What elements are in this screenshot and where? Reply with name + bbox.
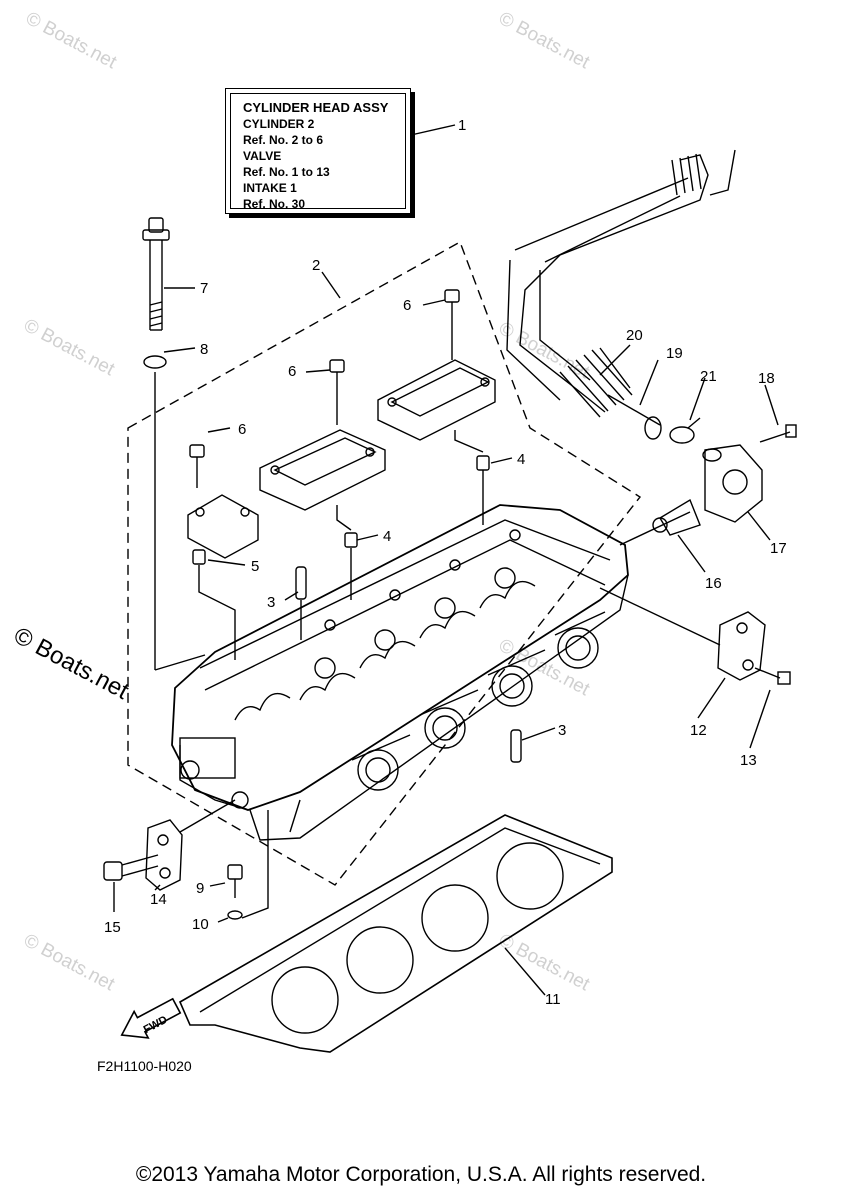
callout-3: 3 (558, 722, 566, 739)
cap-bolt (189, 444, 205, 488)
valve-guide (510, 729, 522, 763)
legend-line: INTAKE 1 (243, 181, 297, 195)
callout-6: 6 (238, 421, 246, 438)
callout-11: 11 (545, 991, 561, 1008)
assembly-boundary (127, 240, 642, 886)
callout-1: 1 (458, 117, 466, 134)
legend-line: Ref. No. 2 to 6 (243, 133, 324, 147)
callout-5: 5 (251, 558, 259, 575)
callout-18: 18 (758, 370, 775, 387)
callout-9: 9 (196, 880, 204, 897)
callout-16: 16 (705, 575, 722, 592)
dowel-pin (192, 549, 206, 565)
callout-19: 19 (666, 345, 683, 362)
legend-line: Ref. No. 30 (243, 197, 306, 211)
cap-bolt (444, 289, 460, 335)
callout-4: 4 (383, 528, 391, 545)
thermostat-cover (702, 444, 763, 523)
callout-4: 4 (517, 451, 525, 468)
camshaft-cap-small (187, 494, 259, 559)
intake-hose (506, 149, 736, 440)
lifting-bracket (145, 819, 183, 891)
callout-7: 7 (200, 280, 208, 297)
callout-10: 10 (192, 916, 209, 933)
callout-2: 2 (312, 257, 320, 274)
callout-21: 21 (700, 368, 717, 385)
fwd-label: FWD (142, 1014, 170, 1036)
fwd-arrow-icon (120, 997, 182, 1039)
callout-20: 20 (626, 327, 643, 344)
head-gasket (178, 814, 613, 1053)
assembly-legend-box: CYLINDER HEAD ASSY CYLINDER 2 Ref. No. 2… (225, 88, 411, 214)
cylinder-head (171, 504, 629, 841)
head-bolt-long (142, 217, 170, 331)
callout-14: 14 (150, 891, 167, 908)
camshaft-cap (377, 359, 496, 441)
dowel-pin (476, 455, 490, 471)
legend-line: CYLINDER 2 (243, 117, 315, 131)
small-washer (227, 910, 243, 920)
hose-clamp (669, 417, 701, 444)
thermostat (652, 498, 701, 536)
callout-15: 15 (104, 919, 121, 936)
callout-3: 3 (267, 594, 275, 611)
callout-8: 8 (200, 341, 208, 358)
callout-17: 17 (770, 540, 787, 557)
legend-line: VALVE (243, 149, 282, 163)
plate-bolt (754, 667, 791, 685)
fitting-bolt (759, 424, 797, 443)
callout-6: 6 (403, 297, 411, 314)
small-bolt (227, 864, 243, 898)
legend-line: Ref. No. 1 to 13 (243, 165, 330, 179)
washer (143, 355, 167, 369)
dowel-pin (344, 532, 358, 548)
copyright-notice: ©2013 Yamaha Motor Corporation, U.S.A. A… (135, 1163, 707, 1186)
callout-12: 12 (690, 722, 707, 739)
callout-13: 13 (740, 752, 757, 769)
callout-6: 6 (288, 363, 296, 380)
drawing-code: F2H1100-H020 (97, 1058, 192, 1074)
valve-guide (295, 566, 307, 600)
legend-frame: CYLINDER HEAD ASSY CYLINDER 2 Ref. No. 2… (230, 93, 406, 211)
bracket-bolt (103, 854, 159, 881)
legend-line: CYLINDER HEAD ASSY (243, 100, 389, 115)
camshaft-cap (259, 429, 386, 511)
cap-bolt (329, 359, 345, 402)
